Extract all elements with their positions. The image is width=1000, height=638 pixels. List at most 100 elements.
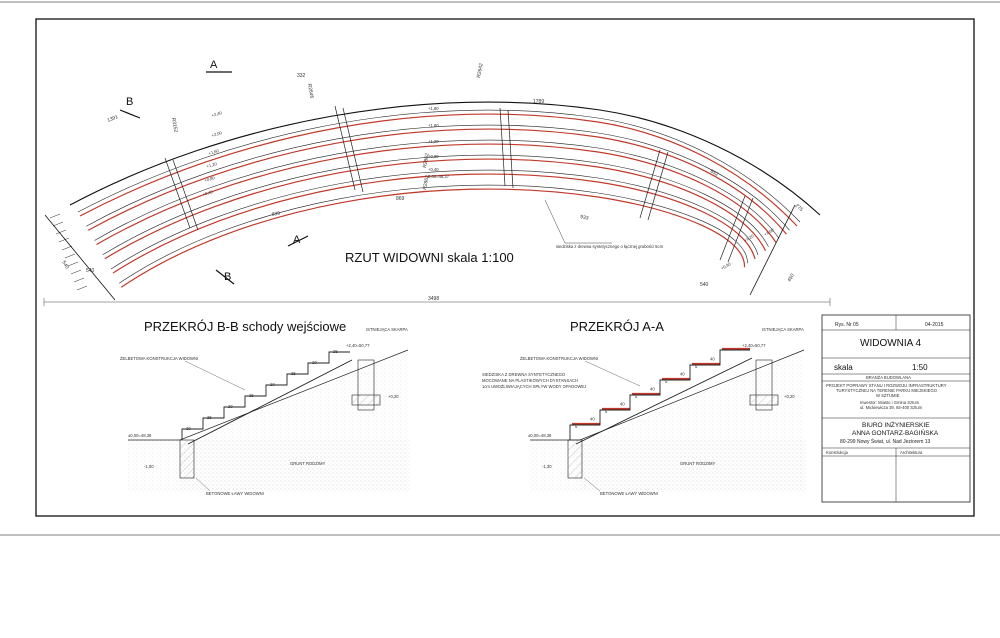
level-1-80: +1,80: [428, 106, 439, 111]
step-dimension: 40: [680, 372, 685, 377]
aisle-stair: [342, 107, 364, 193]
footing-right: [351, 394, 381, 406]
seat-band: [79, 113, 798, 227]
bb-label-slope: ISTNIEJĄCA SKARPA: [366, 327, 408, 332]
svg-text:W SZTUMIE: W SZTUMIE: [876, 393, 900, 398]
section-aa: PRZEKRÓJ A-A ŻELBETOWA KONSTRUKCJA WIDOW…: [482, 319, 806, 496]
aa-level-low: -1,30: [542, 464, 552, 469]
step-dimension: 20: [312, 360, 317, 365]
level-0-00: 0,00=48,37: [428, 174, 450, 179]
step-dimension: 40: [650, 387, 655, 392]
seat-band: [120, 188, 746, 288]
step-profile: [569, 349, 750, 440]
step-dimension: 5: [695, 364, 698, 369]
seat-note: siedziska z drewna syntetycznego o łączn…: [556, 244, 664, 249]
aa-label-ground: GRUNT RODZIMY: [680, 461, 715, 466]
dim-839: 839: [271, 211, 280, 218]
branch-label: BRANŻA BUDOWLANA: [866, 375, 911, 380]
step-dimension: 20: [270, 382, 275, 387]
dim-652: 652: [709, 169, 719, 178]
dim-r2646: R2646: [306, 83, 315, 99]
project-name: PROJEKT POPRAWY STANU I ROZWOJU INFRASTR…: [826, 383, 947, 398]
dim-540-right: 540: [700, 282, 709, 288]
end-tick: [52, 221, 64, 227]
end-tick: [73, 277, 85, 283]
aisle-stair: [499, 107, 506, 187]
end-tick: [49, 213, 61, 219]
plan-view: 3498 A B A B 332 1391 R3152 R2646 R2642 …: [43, 59, 831, 306]
level-0-40-left: +0,40: [202, 189, 214, 197]
dim-r3152: R3152: [170, 117, 179, 133]
drawing-frame: [35, 18, 975, 517]
level-0-80-right: +0,80: [720, 261, 732, 271]
back-wall-arc: [69, 101, 821, 216]
row-outline: [102, 154, 769, 256]
step-dimension: 20: [186, 426, 191, 431]
bb-level-right: +2,40=50,77: [346, 343, 370, 348]
aa-footing-right: [749, 394, 779, 406]
svg-text:TURYSTYCZNEJ NA TERENIE PARKU: TURYSTYCZNEJ NA TERENIE PARKU MIEJSKIEGO: [836, 388, 938, 393]
retaining-wall: [357, 359, 375, 411]
row-outline: [77, 109, 801, 223]
aisle-stair: [727, 197, 754, 263]
drawing-number: Rys. Nr 05: [835, 322, 859, 328]
level-1-20: +1,20: [428, 139, 439, 144]
step-dimension: 40: [590, 417, 595, 422]
bb-level-low: -1,00: [144, 464, 154, 469]
level-1-60: +1,60: [428, 123, 439, 128]
step-dimension: 5: [575, 424, 578, 429]
level-0-40: +0,40: [428, 167, 439, 172]
left-end-wall: [44, 214, 116, 301]
dim-332: 332: [297, 73, 306, 79]
footing-left: [179, 439, 195, 479]
aa-label-footings: BETONOWE ŁAWY WIDOWNI: [600, 491, 658, 496]
row-outline: [86, 124, 790, 231]
step-dimension: 25: [249, 393, 254, 398]
aa-level-left: ±0,00=48,38: [528, 433, 552, 438]
seat-band: [87, 128, 787, 235]
dim-275: 275: [794, 203, 804, 213]
aa-level-mid: +0,20: [784, 394, 795, 399]
svg-text:SIEDZISKA Z DREWNA SYNTETYCZNE: SIEDZISKA Z DREWNA SYNTETYCZNEGO: [482, 372, 566, 377]
level-0-80-left: +0,80: [204, 175, 216, 183]
drawing-date: 04-2015: [925, 322, 944, 328]
office-address: 80-299 Nowy Świat, ul. Nad Jeziorem 13: [840, 437, 931, 445]
level-1-60-left: +1,60: [208, 148, 220, 156]
row-outline: [119, 184, 748, 284]
office-line-2: ANNA GONTARZ-BAGIŃSKA: [852, 428, 939, 437]
aa-label-slope: ISTNIEJĄCA SKARPA: [762, 327, 804, 332]
level-2-40: +2,40: [211, 110, 223, 118]
dim-r2862-b: R2862: [422, 175, 431, 191]
end-tick: [76, 285, 88, 291]
section-aa-title: PRZEKRÓJ A-A: [570, 319, 664, 334]
level-1-20-right: +1,20: [743, 233, 755, 243]
aa-footing-left: [567, 439, 583, 479]
aa-level-right: +2,40=50,77: [742, 343, 766, 348]
step-dimension: 5: [605, 409, 608, 414]
svg-text:1cm UMOŻLIWIAJĄCYCH SPŁYW WODY: 1cm UMOŻLIWIAJĄCYCH SPŁYW WODY OPADOWEJ: [482, 384, 586, 389]
investor-address: ul. Mickiewicza 39, 84-400 Sztum: [860, 405, 923, 410]
aisle-stair: [507, 109, 514, 189]
step-dimension: 40: [620, 402, 625, 407]
level-2-00: +2,00: [211, 130, 223, 138]
step-dimension: 25: [207, 415, 212, 420]
end-tick: [58, 237, 70, 243]
aa-retaining-wall: [755, 359, 773, 411]
step-dimension: 5: [665, 379, 668, 384]
seat-band: [104, 158, 767, 260]
aisle-stair: [172, 159, 199, 231]
drawing-name: WIDOWNIA 4: [860, 338, 922, 349]
step-dimension: 25: [291, 371, 296, 376]
end-tick: [64, 253, 76, 259]
row-outline: [94, 139, 780, 241]
step-dimension: 5: [635, 394, 638, 399]
step-dimension: 20: [228, 404, 233, 409]
dim-r2642: R2642: [476, 63, 485, 79]
aa-label-seats: SIEDZISKA Z DREWNA SYNTETYCZNEGO MOCOWAN…: [482, 372, 586, 389]
aisle-stair: [334, 105, 356, 191]
scale-value: 1:50: [912, 363, 928, 372]
overall-dimension: 3498: [428, 296, 439, 302]
bb-label-footings: BETONOWE ŁAWY WIDOWNI: [206, 491, 264, 496]
